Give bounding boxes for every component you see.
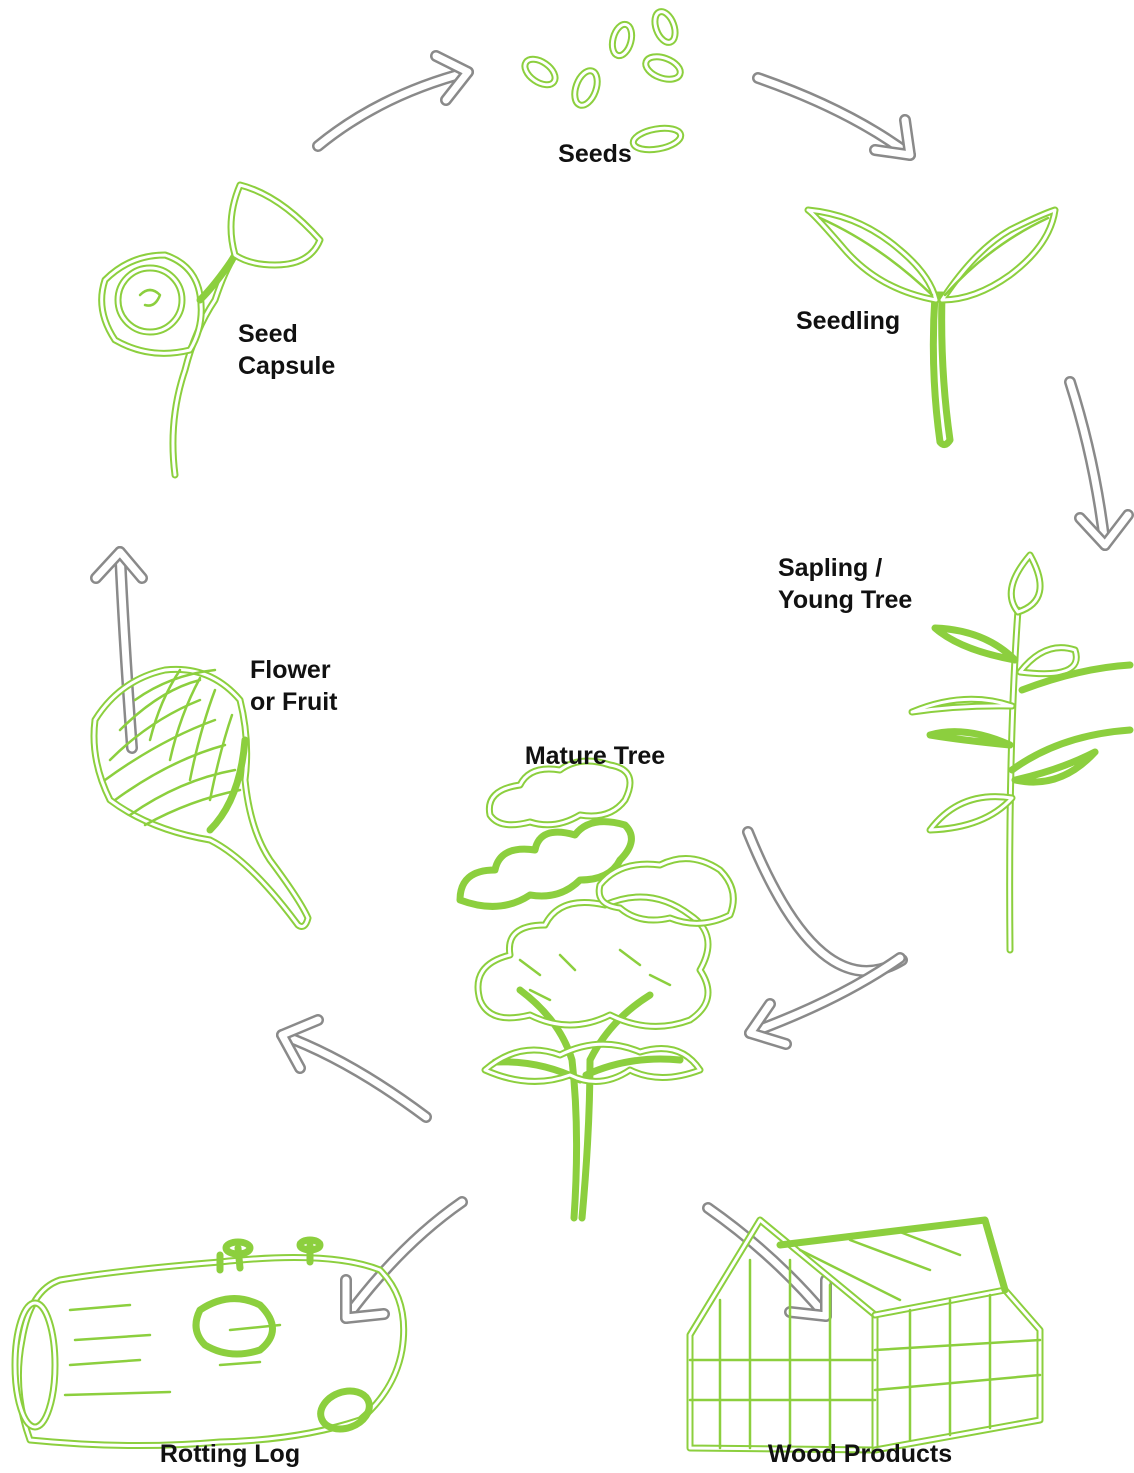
- label-rotting-log: Rotting Log: [130, 1438, 330, 1470]
- label-flower-line1: Flower: [250, 654, 390, 686]
- label-seed-capsule-line2: Capsule: [238, 350, 368, 382]
- arrow-mature-to-flower: [282, 1020, 426, 1117]
- arrow-mature-to-log: [346, 1202, 462, 1318]
- arrow-flower-to-capsule: [96, 552, 142, 748]
- label-wood-products-text: Wood Products: [740, 1438, 980, 1470]
- seeds-illustration: [520, 9, 683, 153]
- arrow-seedling-to-sapling: [1070, 382, 1128, 545]
- label-mature-tree-text: Mature Tree: [500, 740, 690, 772]
- label-seed-capsule-line1: Seed: [238, 318, 368, 350]
- label-rotting-log-text: Rotting Log: [130, 1438, 330, 1470]
- rotting-log-illustration: [15, 1240, 404, 1446]
- label-sapling-line2: Young Tree: [778, 584, 948, 616]
- label-flower: Flower or Fruit: [250, 654, 390, 718]
- arrow-seeds-to-seedling: [758, 78, 910, 155]
- label-sapling-line1: Sapling /: [778, 552, 948, 584]
- arrow-sapling-to-mature: [748, 832, 902, 971]
- label-seeds: Seeds: [540, 138, 650, 170]
- wood-products-illustration: [690, 1220, 1040, 1450]
- label-seedling: Seedling: [796, 305, 926, 337]
- label-seedling-text: Seedling: [796, 305, 926, 337]
- label-seeds-text: Seeds: [540, 138, 650, 170]
- label-sapling: Sapling / Young Tree: [778, 552, 948, 616]
- mature-tree-illustration: [460, 761, 733, 1218]
- label-wood-products: Wood Products: [740, 1438, 980, 1470]
- label-mature-tree: Mature Tree: [500, 740, 690, 772]
- arrow-sapling-to-mature-b: [750, 958, 900, 1044]
- arrow-capsule-to-seeds: [318, 56, 468, 146]
- label-flower-line2: or Fruit: [250, 686, 390, 718]
- label-seed-capsule: Seed Capsule: [238, 318, 368, 382]
